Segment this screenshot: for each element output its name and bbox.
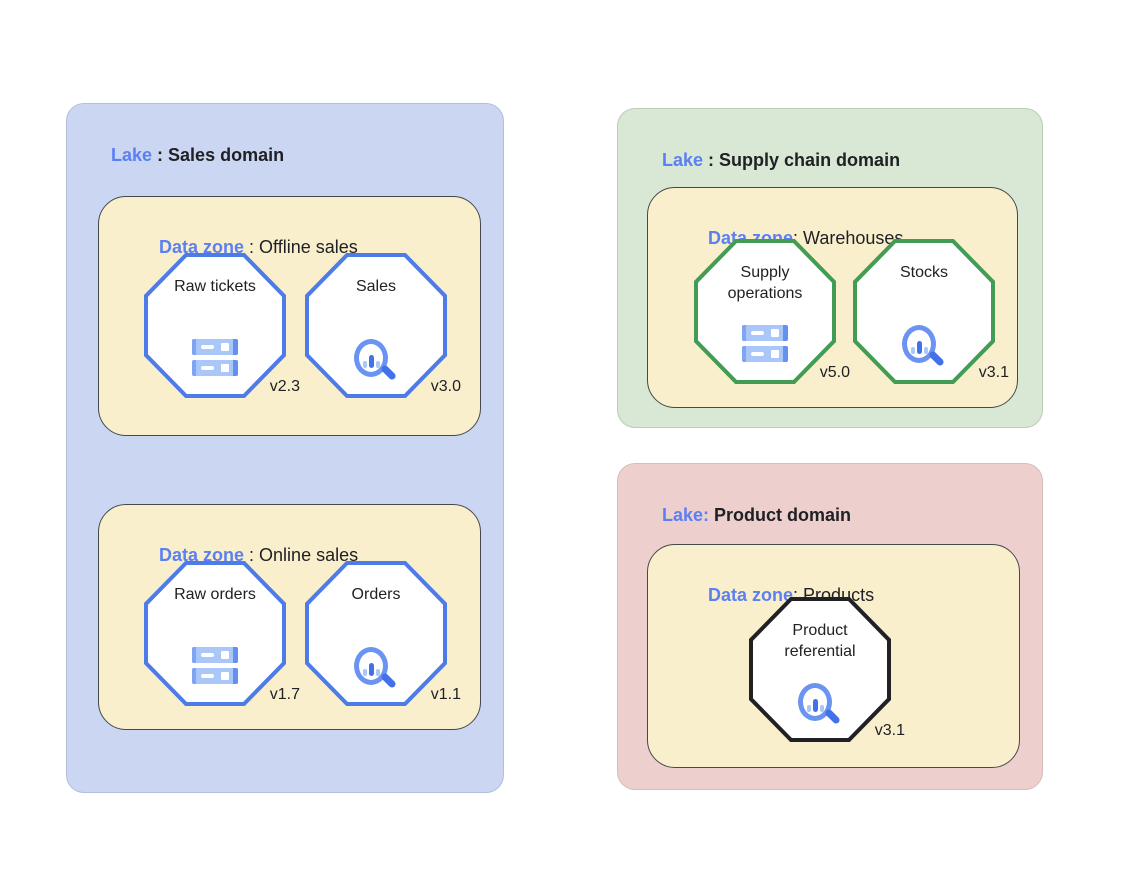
lake-supply-chain-domain: Lake : Supply chain domain Data zone: Wa… [617,108,1043,428]
octagon-border: Stocks [853,239,995,384]
octagon-border: Raw tickets [144,253,286,398]
data-zone-label: Data zone [159,545,245,565]
data-zone-online-sales: Data zone : Online sales Raw orders v1.7… [98,504,481,730]
entity-version: v1.7 [269,686,300,703]
octagon-fill: Orders [309,565,443,702]
entity-version: v1.1 [430,686,461,703]
storage-server-icon [192,647,238,684]
entity-name: Supply operations [727,264,803,302]
octagon-fill: Raw orders [148,565,282,702]
entity-version: v3.1 [978,364,1009,381]
entity-version: v3.1 [874,722,905,739]
lake-name: : Sales domain [152,145,285,165]
zone-online-title: Data zone : Online sales [129,524,358,587]
octagon-fill: Stocks [857,243,991,380]
zone-offline-title: Data zone : Offline sales [129,216,358,279]
search-chart-icon [353,646,399,694]
data-zone-warehouses: Data zone: Warehouses Supply operations … [647,187,1018,408]
entity-raw-tickets: Raw tickets v2.3 [144,253,300,398]
entity-name: Orders [351,586,401,603]
octagon-border: Product referential [749,597,891,742]
data-zone-label: Data zone [708,585,794,605]
entity-name: Stocks [899,264,948,281]
octagon-border: Sales [305,253,447,398]
lake-label: Lake [662,150,704,170]
lake-name: : Supply chain domain [703,150,901,170]
storage-server-icon [742,325,788,362]
entity-supply-operations: Supply operations v5.0 [694,239,850,384]
entity-name: Product referential [784,622,856,660]
data-zone-offline-sales: Data zone : Offline sales Raw tickets v2… [98,196,481,436]
storage-server-icon [192,339,238,376]
entity-product-referential: Product referential v3.1 [749,597,905,742]
entity-stocks: Stocks v3.1 [853,239,1009,384]
data-zone-name: : Online sales [244,545,359,565]
lake-product-domain: Lake: Product domain Data zone: Products… [617,463,1043,790]
entity-version: v5.0 [819,364,850,381]
data-zone-name: : Offline sales [244,237,358,257]
entity-name: Raw orders [174,586,256,603]
lake-sales-title: Lake : Sales domain [91,124,284,187]
search-chart-icon [353,338,399,386]
octagon-fill: Product referential [753,601,887,738]
data-zone-name: : Warehouses [793,228,904,248]
octagon-fill: Raw tickets [148,257,282,394]
data-zone-label: Data zone [159,237,245,257]
octagon-fill: Sales [309,257,443,394]
octagon-border: Orders [305,561,447,706]
lake-name: Product domain [709,505,852,525]
entity-name: Raw tickets [174,278,256,295]
lake-supply-title: Lake : Supply chain domain [642,129,900,192]
entity-name: Sales [355,278,397,295]
entity-raw-orders: Raw orders v1.7 [144,561,300,706]
entity-version: v3.0 [430,378,461,395]
lake-label: Lake: [662,505,710,525]
entity-sales: Sales v3.0 [305,253,461,398]
entity-orders: Orders v1.1 [305,561,461,706]
search-chart-icon [797,682,843,730]
data-zone-products: Data zone: Products Product referential … [647,544,1020,768]
octagon-border: Raw orders [144,561,286,706]
lake-product-title: Lake: Product domain [642,484,851,547]
octagon-fill: Supply operations [698,243,832,380]
search-chart-icon [901,324,947,372]
lake-label: Lake [111,145,153,165]
lake-sales-domain: Lake : Sales domain Data zone : Offline … [66,103,504,793]
entity-version: v2.3 [269,378,300,395]
octagon-border: Supply operations [694,239,836,384]
